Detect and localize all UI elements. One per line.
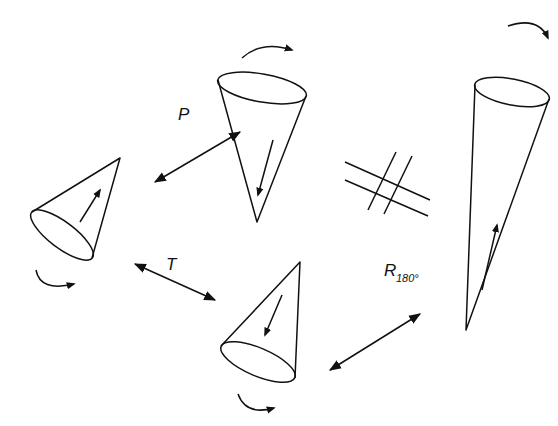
cone-left (24, 158, 120, 286)
cone-bottom (216, 262, 301, 410)
cone-top (215, 46, 308, 222)
not-equal-symbol (345, 152, 430, 216)
cone-right (466, 23, 552, 330)
symmetry-label: P (178, 106, 189, 123)
subscript-label: 180° (396, 273, 419, 284)
symmetry-label: R (384, 262, 396, 279)
r-arrow (330, 314, 420, 370)
symmetry-label: T (166, 256, 176, 273)
p-arrow (155, 132, 240, 182)
